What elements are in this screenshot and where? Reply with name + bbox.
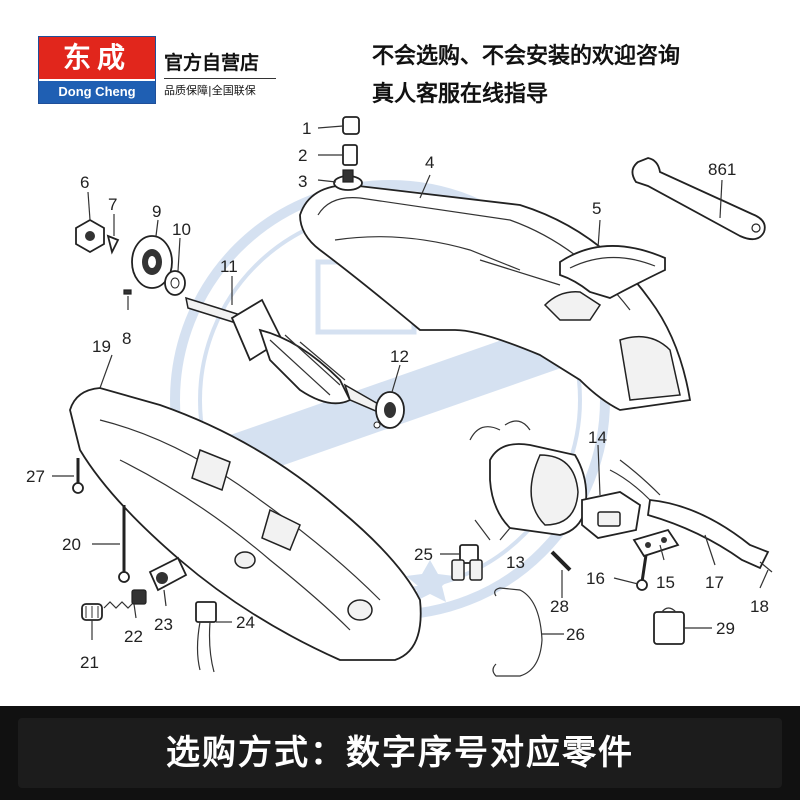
part-29-carbon-brush bbox=[653, 607, 685, 645]
part-number: 11 bbox=[220, 257, 238, 276]
consult-hint-line1: 不会选购、不会安装的欢迎咨询 bbox=[372, 44, 681, 69]
part-24-capacitor bbox=[195, 601, 217, 673]
part-number: 29 bbox=[716, 619, 735, 638]
part-16-screw bbox=[636, 554, 648, 591]
part-3-spindle-lock bbox=[333, 169, 363, 191]
part-861-wrench bbox=[631, 157, 766, 241]
footer-bar: 选购方式：数字序号对应零件 bbox=[18, 718, 782, 788]
part-number: 21 bbox=[80, 653, 99, 672]
part-18-cable bbox=[759, 561, 773, 573]
part-number: 23 bbox=[154, 615, 173, 634]
part-number: 10 bbox=[172, 220, 191, 239]
brand-logo: 东成 Dong Cheng bbox=[38, 36, 156, 104]
part-11-armature bbox=[185, 296, 387, 417]
store-name: 官方自营店 bbox=[164, 52, 260, 74]
part-number: 5 bbox=[592, 199, 601, 218]
part-17-strain-relief bbox=[609, 459, 770, 570]
part-number: 22 bbox=[124, 627, 143, 646]
part-number: 19 bbox=[92, 337, 111, 356]
part-27-screw bbox=[72, 458, 84, 494]
part-23-speed-control bbox=[148, 556, 188, 592]
part-number-labels: 1 2 3 4 5 6 7 8 9 10 11 12 13 14 15 16 1… bbox=[26, 119, 769, 672]
part-15-cable-clamp bbox=[632, 528, 680, 558]
consult-hint-line2: 真人客服在线指导 bbox=[372, 82, 549, 107]
part-number: 15 bbox=[656, 573, 675, 592]
part-13-stator bbox=[469, 420, 588, 541]
part-2-collet bbox=[342, 144, 358, 166]
part-number: 13 bbox=[506, 553, 525, 572]
part-5-cover-plate bbox=[559, 245, 666, 299]
footer-banner: 选购方式：数字序号对应零件 bbox=[0, 706, 800, 800]
part-number: 20 bbox=[62, 535, 81, 554]
part-14-switch bbox=[581, 491, 641, 539]
part-number: 1 bbox=[302, 119, 311, 138]
part-6-nut bbox=[75, 218, 105, 254]
part-number: 861 bbox=[708, 160, 736, 179]
part-number: 2 bbox=[298, 146, 307, 165]
footer-text: 选购方式：数字序号对应零件 bbox=[166, 733, 634, 773]
part-number: 4 bbox=[425, 153, 434, 172]
part-number: 9 bbox=[152, 202, 161, 221]
part-21-knob bbox=[81, 603, 103, 621]
part-22-spring bbox=[103, 589, 147, 609]
part-number: 14 bbox=[588, 428, 607, 447]
store-slogan: 品质保障|全国联保 bbox=[164, 84, 256, 97]
part-number: 16 bbox=[586, 569, 605, 588]
part-9-bearing bbox=[131, 235, 173, 289]
part-number: 27 bbox=[26, 467, 45, 486]
part-number: 7 bbox=[108, 195, 117, 214]
header: 东成 Dong Cheng 官方自营店 品质保障|全国联保 不会选购、不会安装的… bbox=[0, 0, 800, 118]
part-8-key bbox=[123, 289, 132, 295]
part-number: 28 bbox=[550, 597, 569, 616]
part-number: 3 bbox=[298, 172, 307, 191]
part-number: 26 bbox=[566, 625, 585, 644]
part-26-wire-clip bbox=[492, 587, 543, 677]
part-number: 8 bbox=[122, 329, 131, 348]
part-number: 12 bbox=[390, 347, 409, 366]
part-number: 18 bbox=[750, 597, 769, 616]
part-19-lower-housing bbox=[69, 387, 422, 661]
part-number: 17 bbox=[705, 573, 724, 592]
divider bbox=[164, 78, 276, 79]
part-number: 25 bbox=[414, 545, 433, 564]
part-number: 6 bbox=[80, 173, 89, 192]
logo-chinese: 东成 bbox=[39, 37, 155, 79]
part-1-collet-nut bbox=[342, 116, 360, 135]
part-10-washer bbox=[164, 270, 186, 296]
leader-lines bbox=[52, 125, 769, 640]
part-28-pin bbox=[550, 550, 572, 572]
part-20-screw bbox=[118, 505, 130, 583]
part-12-bearing bbox=[373, 391, 405, 429]
part-7-pin bbox=[106, 234, 120, 255]
logo-english: Dong Cheng bbox=[39, 81, 155, 103]
exploded-parts-diagram: 1 2 3 4 5 6 7 8 9 10 11 12 13 14 15 16 1… bbox=[26, 116, 773, 677]
part-number: 24 bbox=[236, 613, 255, 632]
